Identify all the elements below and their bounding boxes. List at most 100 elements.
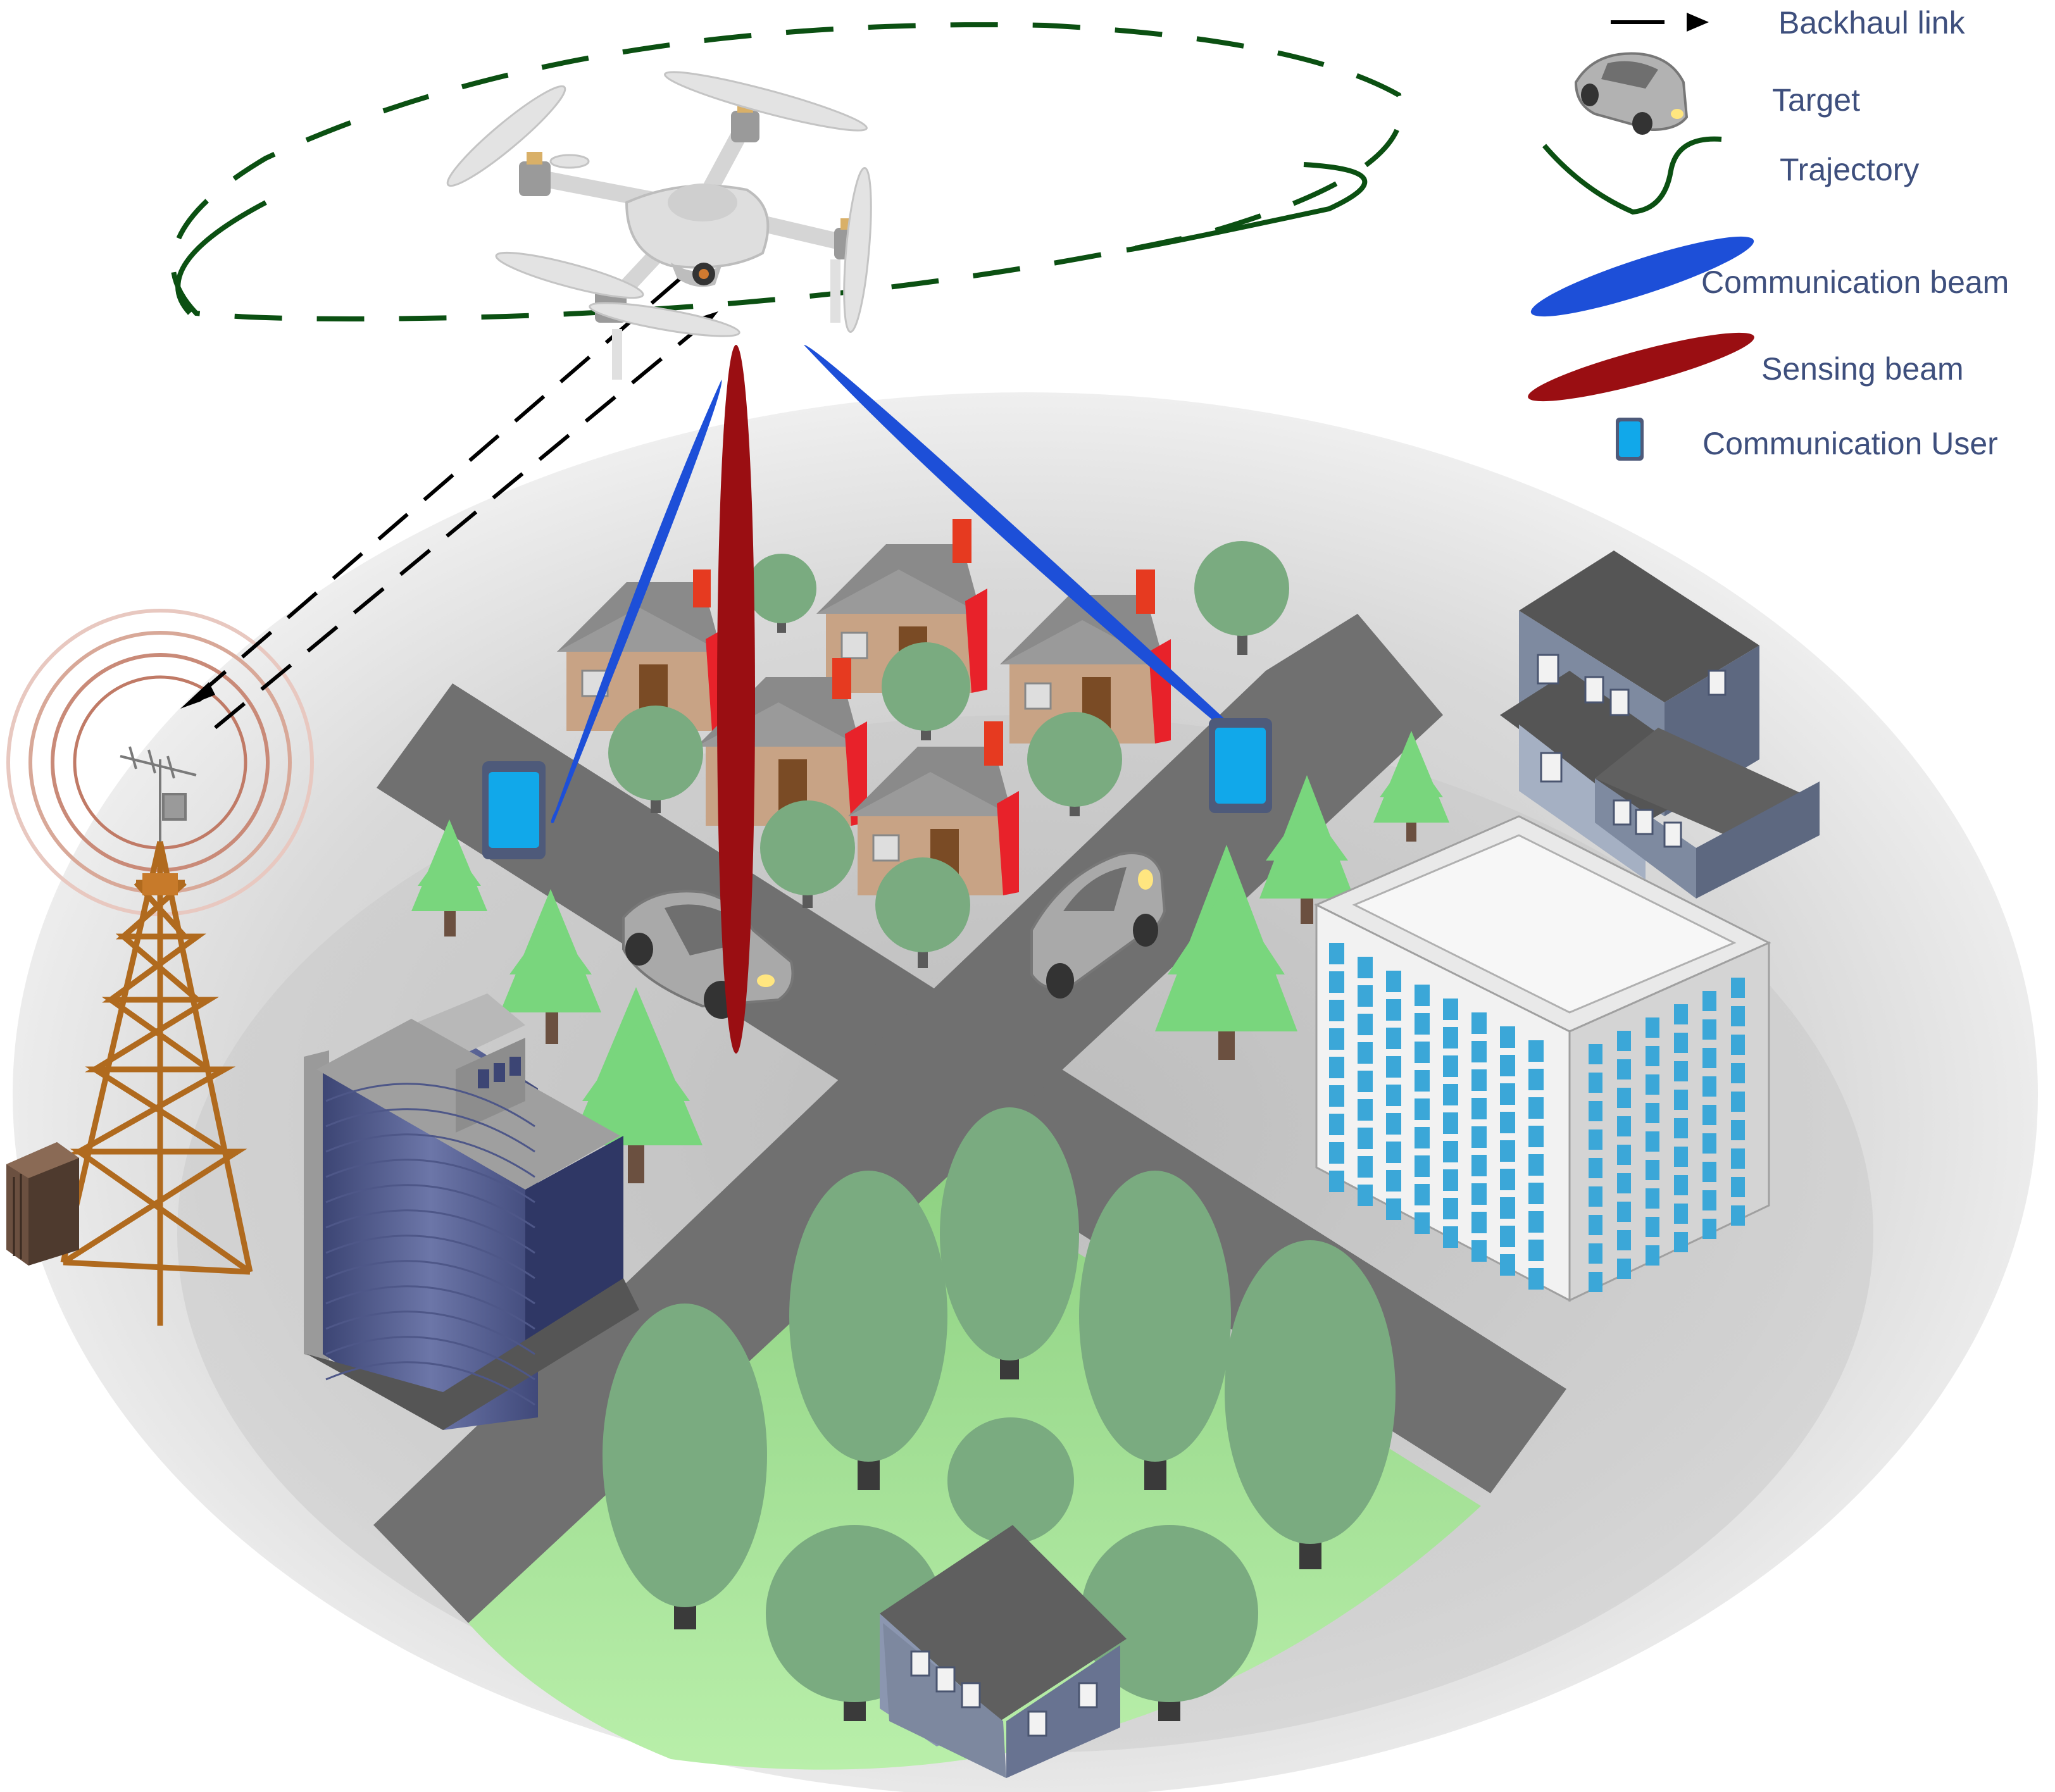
office-window	[1386, 971, 1401, 992]
office-window	[1617, 1059, 1631, 1080]
office-window	[1674, 1232, 1688, 1252]
office-window	[1646, 1017, 1659, 1038]
tree-icon	[1027, 712, 1122, 816]
office-window	[1589, 1101, 1602, 1121]
tree-icon	[882, 642, 970, 740]
office-window	[1702, 1190, 1716, 1210]
office-window	[1358, 1099, 1373, 1121]
base-station-tower-icon	[6, 609, 314, 1326]
office-window	[1589, 1243, 1602, 1264]
office-window	[1702, 1133, 1716, 1154]
glass-panel-line	[325, 1336, 535, 1381]
house-icon	[557, 569, 728, 731]
office-window	[1500, 1169, 1515, 1190]
office-window	[1329, 1028, 1344, 1050]
windows	[1537, 654, 1727, 848]
office-window	[1471, 1240, 1487, 1262]
office-window	[1617, 1116, 1631, 1136]
office-window	[1386, 999, 1401, 1021]
communication-beam-left	[551, 380, 722, 823]
office-window	[1674, 1147, 1688, 1167]
pine-tree-icon	[1259, 775, 1354, 924]
office-window	[1589, 1186, 1602, 1207]
office-window	[1386, 1142, 1401, 1163]
office-window	[1646, 1074, 1659, 1095]
office-window	[1471, 1098, 1487, 1119]
office-window	[1646, 1160, 1659, 1180]
park-house-icon	[880, 1525, 1127, 1778]
office-window	[1443, 1169, 1458, 1191]
office-window	[1528, 1240, 1544, 1261]
office-window	[1443, 1112, 1458, 1134]
office-window	[1471, 1126, 1487, 1148]
legend-communication-beam: Communication beam	[1530, 236, 2009, 317]
office-window	[1500, 1026, 1515, 1048]
office-window	[1528, 1268, 1544, 1290]
office-window	[1646, 1188, 1659, 1209]
legend-sensing-beam: Sensing beam	[1528, 332, 1964, 402]
communication-beam-right	[804, 344, 1235, 733]
office-window	[1528, 1126, 1544, 1147]
office-window	[1386, 1170, 1401, 1192]
tree-icon	[789, 1171, 947, 1490]
office-window	[1731, 1148, 1745, 1169]
office-window	[1500, 1055, 1515, 1076]
office-window	[1386, 1028, 1401, 1049]
office-window	[1674, 1090, 1688, 1110]
office-window	[1329, 943, 1344, 964]
office-window	[1415, 1155, 1430, 1177]
office-window	[1617, 1145, 1631, 1165]
office-window	[1617, 1230, 1631, 1250]
office-window	[1731, 1177, 1745, 1197]
pine-trees	[411, 731, 1449, 1183]
office-window	[1500, 1083, 1515, 1105]
office-window	[1329, 1000, 1344, 1021]
glass-panel-line	[325, 1108, 535, 1153]
office-window	[1702, 991, 1716, 1011]
car-icon	[1574, 52, 1689, 135]
office-window	[1528, 1183, 1544, 1204]
office-window	[1415, 1042, 1430, 1063]
tree-icon	[875, 857, 970, 968]
glass-panel-line	[325, 1235, 535, 1279]
sensing-beam	[717, 345, 755, 1054]
pine-tree-icon	[1373, 731, 1449, 842]
glass-panel-line	[325, 1184, 535, 1229]
village-trees	[608, 541, 1289, 968]
office-window	[1589, 1272, 1602, 1292]
legend-target-label: Target	[1772, 82, 1860, 118]
office-window	[1358, 985, 1373, 1007]
office-window	[1731, 1092, 1745, 1112]
office-window	[1702, 1019, 1716, 1040]
office-window	[1415, 1013, 1430, 1035]
office-window	[1415, 1127, 1430, 1148]
legend-target: Target	[1574, 52, 1860, 135]
office-window	[1443, 1084, 1458, 1105]
office-window	[1443, 1027, 1458, 1048]
office-window	[1415, 1098, 1430, 1120]
office-window	[1731, 1006, 1745, 1026]
office-window	[1329, 1114, 1344, 1135]
glass-panel-line	[325, 1361, 535, 1406]
legend-communication-user: Communication User	[1616, 418, 1998, 461]
glass-building-icon	[304, 993, 639, 1430]
office-window	[1443, 1141, 1458, 1162]
office-window	[1731, 1035, 1745, 1055]
glass-panel-line	[325, 1285, 535, 1330]
office-window	[1358, 1071, 1373, 1092]
office-window	[1358, 1156, 1373, 1178]
blue-houses	[1500, 551, 1820, 899]
office-window	[1702, 1162, 1716, 1182]
glass-panel-line	[325, 1083, 535, 1128]
office-window	[1358, 1185, 1373, 1206]
office-window	[1329, 1057, 1344, 1078]
office-window	[1702, 1105, 1716, 1125]
office-window	[1500, 1197, 1515, 1219]
office-window	[1528, 1040, 1544, 1062]
office-window	[1589, 1215, 1602, 1235]
office-window	[1329, 1171, 1344, 1192]
office-window	[1731, 1205, 1745, 1226]
office-window	[1500, 1140, 1515, 1162]
office-window	[1386, 1113, 1401, 1135]
